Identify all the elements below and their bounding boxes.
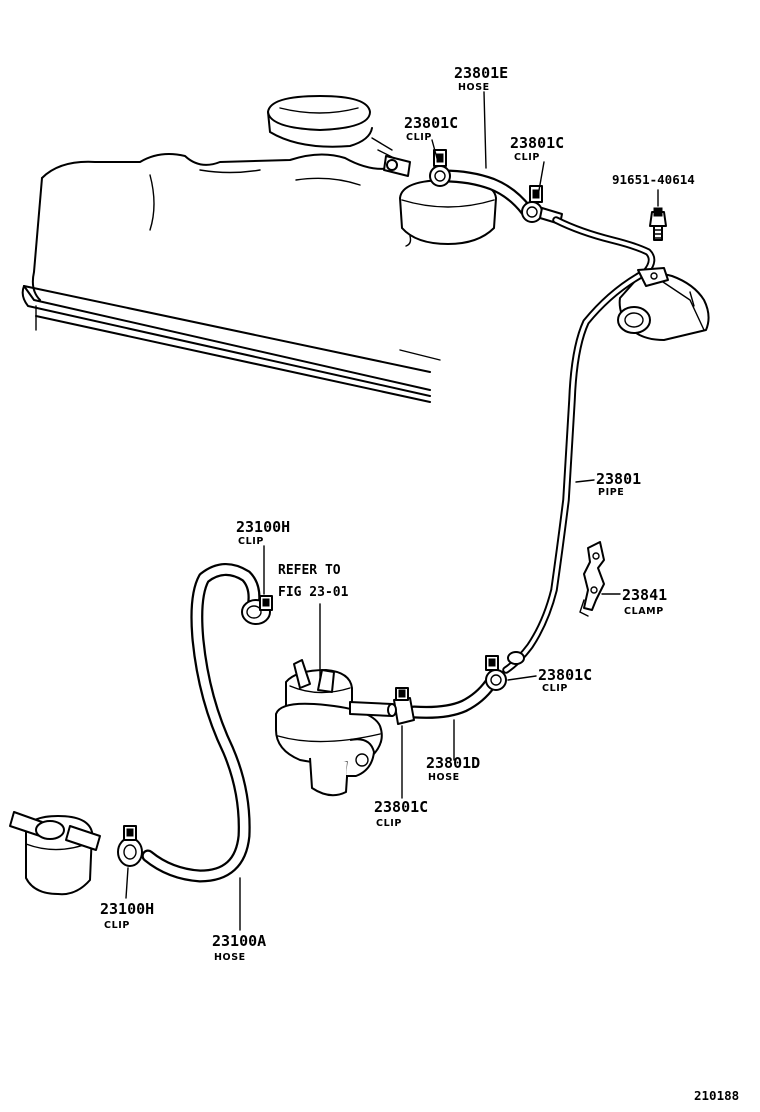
callout-clip-top-right: 23801C CLIP	[510, 134, 564, 163]
callout-clip-pump-outlet: 23801C CLIP	[374, 798, 428, 829]
callout-label: HOSE	[458, 82, 490, 93]
clip-upper-left	[429, 149, 451, 187]
oil-filler-cap	[267, 95, 399, 161]
carburetor-inlet-nipple	[383, 155, 411, 177]
clip-filter	[117, 825, 143, 867]
callout-label: CLAMP	[624, 606, 664, 617]
reference-note-line-1: REFER TO	[278, 563, 341, 578]
figure-number: 210188	[694, 1088, 739, 1103]
callout-clip-pipe-lower: 23801C CLIP	[538, 666, 592, 694]
fuel-pump	[275, 659, 397, 797]
clip-pump-inlet	[241, 595, 273, 625]
callout-number: 23100H	[236, 518, 290, 536]
callout-label: CLIP	[542, 683, 568, 694]
callout-number: 23100A	[212, 932, 266, 950]
callout-number: 23841	[622, 586, 667, 604]
callout-label: PIPE	[598, 487, 624, 498]
callout-label: CLIP	[514, 152, 540, 163]
callout-number: 23801E	[454, 64, 508, 82]
callout-label: HOSE	[214, 952, 246, 963]
callout-union-bolt: 91651-40614	[612, 172, 695, 187]
fuel-filter	[9, 811, 101, 896]
fuel-pipe-support-housing	[617, 272, 710, 341]
callout-clip-top-left: 23801C CLIP	[404, 114, 458, 143]
clip-pump-outlet	[393, 687, 415, 725]
hose-23801e	[437, 169, 533, 217]
callout-number: 23801C	[538, 666, 592, 684]
callout-hose-lower: 23801D HOSE	[426, 754, 480, 783]
fuel-pipe-23801	[502, 216, 669, 674]
callout-number: 23801	[596, 470, 641, 488]
callout-label: CLIP	[104, 920, 130, 931]
callout-label: CLIP	[238, 536, 264, 547]
cylinder-head-cover	[21, 153, 441, 403]
callout-number: 23801C	[510, 134, 564, 152]
callout-clip-filter: 23100H CLIP	[100, 900, 154, 931]
callout-hose-top: 23801E HOSE	[454, 64, 508, 93]
hose-23801d	[407, 677, 497, 719]
callout-number: 23801D	[426, 754, 480, 772]
callout-hose-filter: 23100A HOSE	[212, 932, 266, 963]
clamp-23841	[579, 541, 605, 617]
reference-note: REFER TO FIG 23-01	[278, 563, 349, 600]
callout-pipe: 23801 PIPE	[596, 470, 641, 498]
callout-clip-pump-inlet: 23100H CLIP	[236, 518, 290, 547]
callout-label: CLIP	[406, 132, 432, 143]
leader-lines	[125, 91, 659, 931]
hose-23100a	[141, 563, 261, 883]
callout-number: 23100H	[100, 900, 154, 918]
clip-pipe-lower	[485, 655, 507, 691]
reference-note-line-2: FIG 23-01	[278, 585, 349, 600]
carburetor-body	[399, 179, 497, 247]
callout-clamp: 23841 CLAMP	[622, 586, 667, 617]
callout-label: CLIP	[376, 818, 402, 829]
callout-number: 23801C	[404, 114, 458, 132]
callout-number: 91651-40614	[612, 172, 695, 187]
callout-label: HOSE	[428, 772, 460, 783]
bolt-91651-40614	[649, 207, 667, 241]
callout-number: 23801C	[374, 798, 428, 816]
